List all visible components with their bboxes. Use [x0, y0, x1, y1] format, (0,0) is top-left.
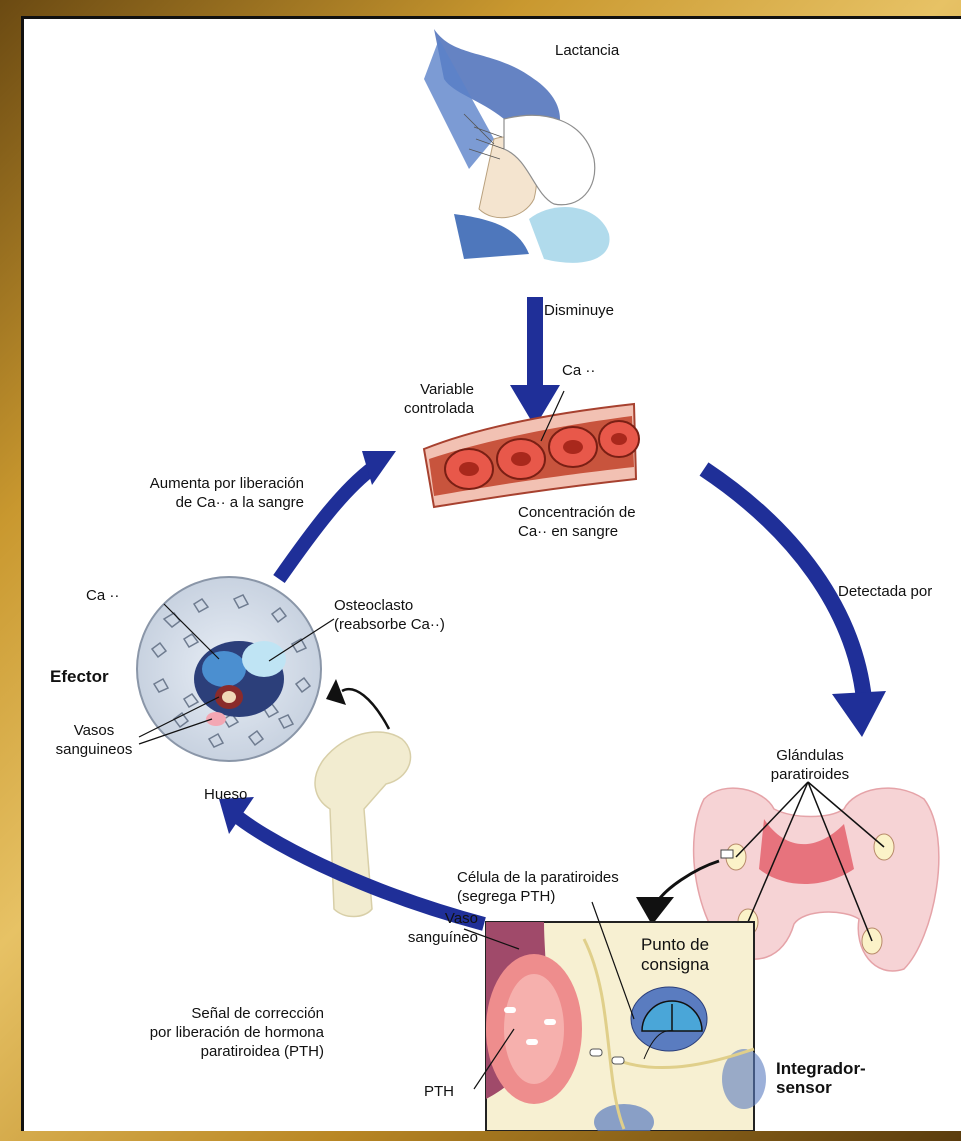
lactation-illustration: [424, 29, 610, 263]
label-vaso-line2: sanguíneo: [404, 928, 478, 947]
label-glandulas-line1: Glándulas: [740, 746, 880, 765]
label-variable-controlada: Variable controlada: [384, 380, 474, 418]
integrator-inset: [464, 902, 766, 1131]
label-glandulas-line2: paratiroides: [740, 765, 880, 784]
label-concentracion-line2: Ca·· en sangre: [518, 522, 636, 541]
label-concentracion: Concentración de Ca·· en sangre: [518, 503, 636, 541]
label-aumenta-line1: Aumenta por liberación: [84, 474, 304, 493]
label-vasos-line2: sanguineos: [44, 740, 144, 759]
label-pth: PTH: [424, 1082, 454, 1101]
label-senal-line1: Señal de corrección: [64, 1004, 324, 1023]
label-senal-line2: por liberación de hormona: [64, 1023, 324, 1042]
label-concentracion-line1: Concentración de: [518, 503, 636, 522]
label-punto-line1: Punto de: [630, 935, 720, 955]
label-osteoclasto: Osteoclasto (reabsorbe Ca··): [334, 596, 445, 634]
label-efector: Efector: [50, 667, 109, 686]
diagram-canvas: Lactancia Disminuye Ca ·· Variable contr…: [21, 16, 961, 1131]
arrow-detectada: [704, 469, 886, 737]
label-variable-line2: controlada: [384, 399, 474, 418]
label-aumenta: Aumenta por liberación de Ca·· a la sang…: [84, 474, 304, 512]
label-punto-consigna: Punto de consigna: [630, 935, 720, 975]
label-vasos: Vasos sanguineos: [44, 721, 144, 759]
label-vaso: Vaso sanguíneo: [404, 909, 478, 947]
label-osteoclasto-line2: (reabsorbe Ca··): [334, 615, 445, 634]
label-ca-top: Ca ··: [562, 361, 595, 380]
label-senal-line3: paratiroidea (PTH): [64, 1042, 324, 1061]
diagram-graphics: [24, 19, 961, 1131]
label-ca-left: Ca ··: [86, 586, 119, 605]
label-lactancia: Lactancia: [555, 41, 619, 60]
label-integrador: Integrador- sensor: [776, 1059, 866, 1097]
label-senal: Señal de corrección por liberación de ho…: [64, 1004, 324, 1061]
label-punto-line2: consigna: [630, 955, 720, 975]
label-vasos-line1: Vasos: [44, 721, 144, 740]
label-glandulas: Glándulas paratiroides: [740, 746, 880, 784]
label-osteoclasto-line1: Osteoclasto: [334, 596, 445, 615]
label-celula-line1: Célula de la paratiroides: [457, 868, 619, 887]
label-disminuye: Disminuye: [544, 301, 614, 320]
label-integrador-line2: sensor: [776, 1078, 866, 1097]
bone-magnified-circle: [137, 577, 334, 761]
label-detectada: Detectada por: [838, 582, 932, 601]
label-integrador-line1: Integrador-: [776, 1059, 866, 1078]
label-celula: Célula de la paratiroides (segrega PTH): [457, 868, 619, 906]
label-aumenta-line2: de Ca·· a la sangre: [84, 493, 304, 512]
label-hueso: Hueso: [204, 785, 247, 804]
label-vaso-line1: Vaso: [404, 909, 478, 928]
arrow-aumenta: [279, 451, 396, 579]
label-variable-line1: Variable: [384, 380, 474, 399]
label-celula-line2: (segrega PTH): [457, 887, 619, 906]
